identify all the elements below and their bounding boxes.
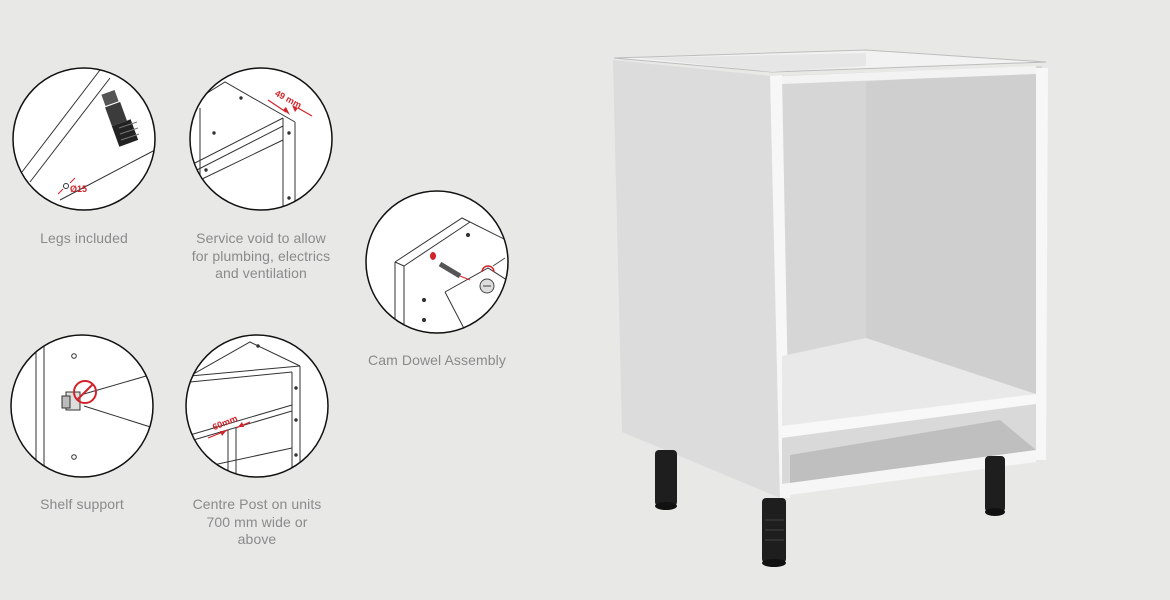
legs-caption: Legs included [40, 230, 128, 246]
oven-housing-cabinet-image [600, 40, 1070, 580]
cam-dowel-caption: Cam Dowel Assembly [368, 352, 506, 368]
legs-annotation: Ø15 [70, 184, 88, 194]
cabinet-illustration [613, 49, 1048, 567]
service-void-caption: Service void to allow for plumbing, elec… [191, 230, 331, 281]
centre-post-annotation: 60mm [211, 413, 239, 433]
service-void-annotation: 49 mm [273, 88, 304, 111]
centre-post-caption: Centre Post on units 700 mm wide or abov… [192, 496, 322, 547]
shelf-support-caption: Shelf support [40, 496, 124, 512]
